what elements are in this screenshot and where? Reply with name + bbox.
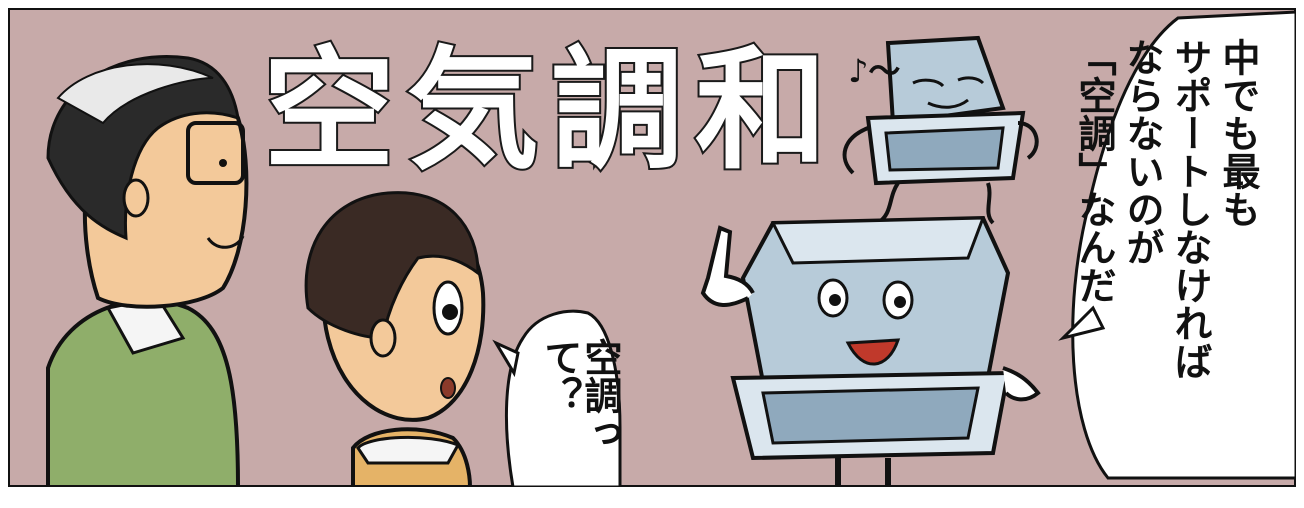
panel-artwork — [8, 8, 1296, 487]
comic-panel: 空 気 調 和 ♪～ 中でも最も サポートしなければ ならないのが 「空調」なん… — [8, 8, 1296, 487]
speech-line: 「空調」なんだ — [1072, 38, 1116, 304]
music-note-icon: ♪～ — [848, 52, 901, 90]
speech-text-boy: 空調って？ — [538, 338, 622, 452]
title-char: 空 — [261, 34, 397, 188]
title-char: 和 — [693, 34, 829, 188]
speech-bubble-main — [1071, 10, 1296, 480]
speech-line: 中でも最も — [1216, 38, 1260, 228]
speech-bubble-main-tail — [1058, 305, 1106, 341]
title-air-harmony: 空 気 調 和 — [261, 34, 829, 188]
speech-bubble-boy — [504, 309, 622, 487]
duct-mascot-main — [700, 215, 1041, 487]
speech-text-main: 中でも最も サポートしなければ ならないのが 「空調」なんだ — [1070, 38, 1262, 398]
title-char: 調 — [549, 34, 685, 188]
man-character — [46, 55, 249, 487]
speech-line: ならないのが — [1120, 38, 1164, 266]
boy-character — [304, 191, 486, 487]
speech-line: サポートしなければ — [1168, 38, 1212, 380]
duct-mascot-flying — [842, 35, 1039, 225]
speech-bubble-boy-tail — [492, 339, 520, 378]
title-char: 気 — [405, 34, 541, 188]
